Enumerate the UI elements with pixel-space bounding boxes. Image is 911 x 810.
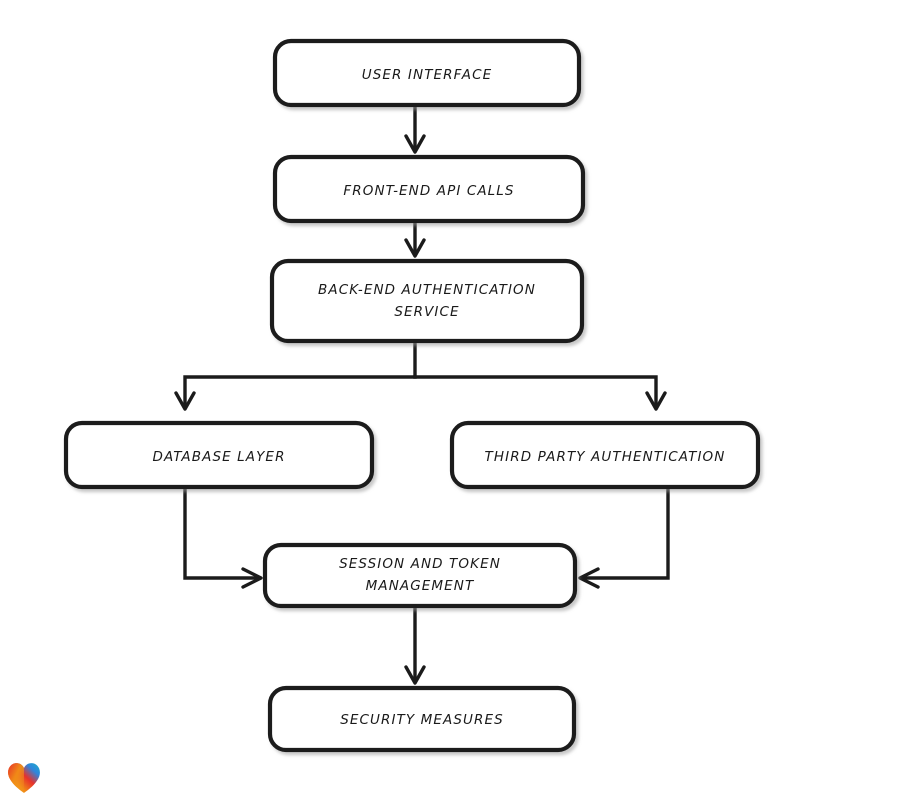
arrowhead-down-icon (645, 391, 667, 411)
node-shape (63, 420, 375, 490)
node-label-back-end-auth-service-line2: SERVICE (394, 304, 459, 320)
edge-backend-to-database (174, 339, 417, 411)
node-user-interface[interactable]: USER INTERFACE (272, 38, 582, 108)
node-label-third-party-auth: THIRD PARTY AUTHENTICATION (485, 449, 726, 465)
edge-thirdparty-to-session (578, 485, 670, 589)
node-database-layer[interactable]: DATABASE LAYER (63, 420, 375, 490)
arrowhead-right-icon (241, 567, 263, 589)
node-security-measures[interactable]: SECURITY MEASURES (267, 685, 577, 753)
node-label-back-end-auth-service-line1: BACK-END AUTHENTICATION (318, 282, 536, 298)
edge-line (582, 485, 670, 580)
arrowhead-down-icon (404, 665, 426, 685)
arrowhead-left-icon (578, 567, 600, 589)
node-label-database-layer: DATABASE LAYER (152, 449, 285, 465)
node-label-session-token-management-line1: SESSION AND TOKEN (339, 556, 501, 572)
node-label-user-interface: USER INTERFACE (362, 67, 492, 83)
arrowhead-down-icon (404, 134, 426, 154)
node-label-session-token-management-line2: MANAGEMENT (366, 578, 475, 594)
heart-shape-overlay (8, 763, 24, 793)
heart-icon (8, 763, 40, 793)
node-front-end-api-calls[interactable]: FRONT-END API CALLS (272, 154, 586, 224)
node-shape (269, 258, 585, 344)
edge-line (413, 375, 658, 407)
node-shape (267, 685, 577, 753)
node-shape (262, 542, 578, 609)
arrowhead-down-icon (174, 391, 196, 411)
edge-database-to-session (183, 485, 263, 589)
node-shape (272, 38, 582, 108)
edge-backend-to-thirdparty (413, 375, 667, 411)
edge-line (183, 485, 259, 580)
edge-api-to-backend (404, 219, 426, 258)
edge-line (183, 339, 417, 407)
edge-session-to-security (404, 604, 426, 685)
edge-ui-to-api (404, 103, 426, 154)
node-back-end-auth-service[interactable]: BACK-END AUTHENTICATION SERVICE (269, 258, 585, 344)
arrowhead-down-icon (404, 238, 426, 258)
node-label-front-end-api-calls: FRONT-END API CALLS (343, 183, 514, 199)
node-third-party-auth[interactable]: THIRD PARTY AUTHENTICATION (449, 420, 761, 490)
node-label-security-measures: SECURITY MEASURES (340, 712, 504, 728)
node-shape (449, 420, 761, 490)
node-session-token-management[interactable]: SESSION AND TOKEN MANAGEMENT (262, 542, 578, 609)
node-shape (272, 154, 586, 224)
